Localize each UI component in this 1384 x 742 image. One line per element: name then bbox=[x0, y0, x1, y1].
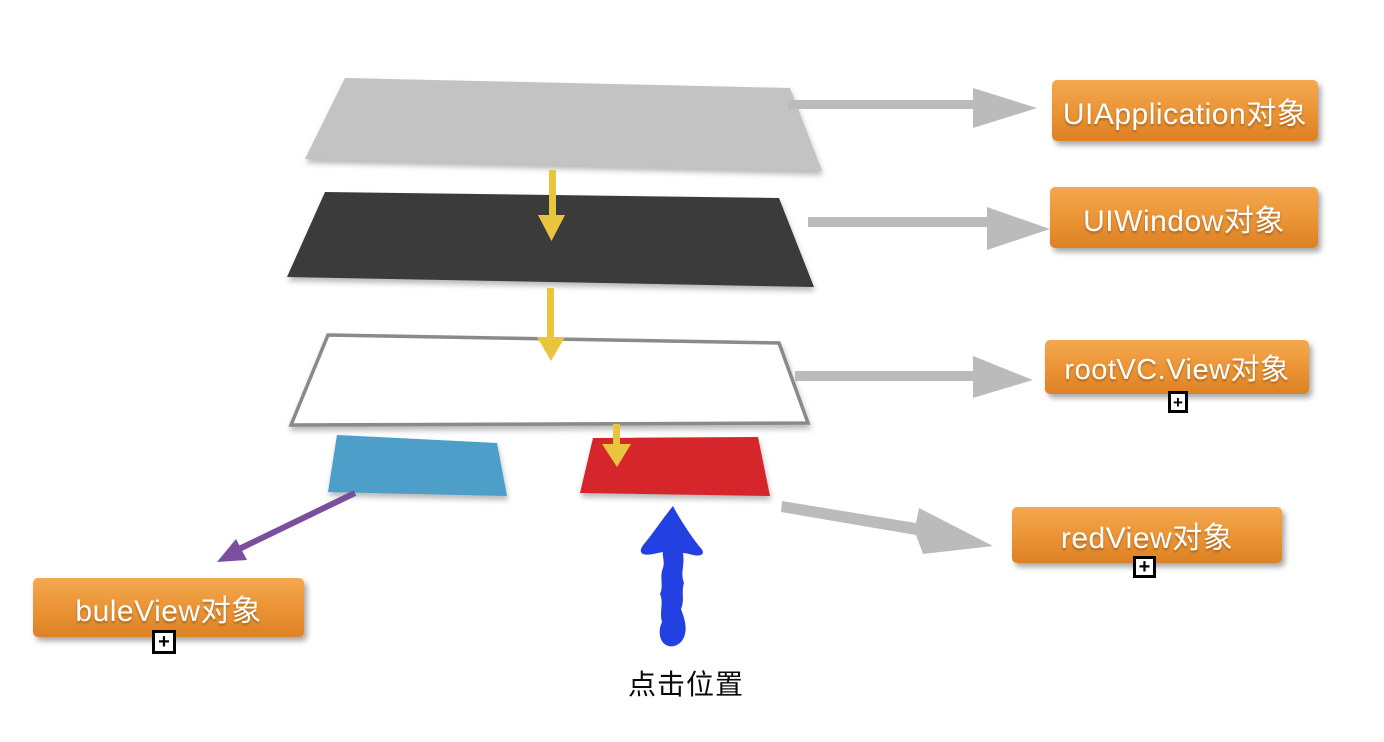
expand-plus-marker-rootvc: + bbox=[1168, 391, 1188, 413]
pointer-arrow-buleview-head-icon bbox=[217, 539, 247, 562]
pointer-arrow-uiwindow-icon bbox=[808, 207, 1050, 250]
expand-plus-marker-buleview: + bbox=[152, 630, 176, 654]
flow-arrow-window-to-rootview-icon bbox=[537, 288, 565, 361]
expand-plus-marker-redview: + bbox=[1133, 556, 1156, 578]
plus-icon: + bbox=[158, 631, 170, 653]
plus-icon: + bbox=[1138, 556, 1151, 578]
label-redview: redView对象 bbox=[1012, 507, 1282, 563]
label-uiapplication: UIApplication对象 bbox=[1052, 80, 1318, 141]
label-uiapplication-text: UIApplication对象 bbox=[1062, 97, 1308, 131]
label-uiwindow-text: UIWindow对象 bbox=[1083, 204, 1285, 238]
click-position-arrow-icon bbox=[640, 506, 703, 647]
label-uiwindow: UIWindow对象 bbox=[1050, 187, 1318, 248]
label-rootvc-view: rootVC.View对象 bbox=[1045, 340, 1309, 394]
uiwindow-layer bbox=[287, 192, 814, 287]
click-position-caption: 点击位置 bbox=[628, 663, 744, 703]
label-buleview: buleView对象 bbox=[33, 578, 304, 637]
rootvc-view-layer bbox=[288, 333, 811, 427]
label-buleview-text: buleView对象 bbox=[75, 594, 262, 628]
pointer-arrow-rootvc-icon bbox=[795, 356, 1033, 398]
bule-view-shape bbox=[328, 435, 507, 496]
plus-icon: + bbox=[1173, 392, 1183, 412]
pointer-arrow-redview-icon bbox=[781, 501, 993, 554]
click-position-text: 点击位置 bbox=[628, 669, 745, 700]
label-redview-text: redView对象 bbox=[1060, 522, 1234, 555]
flow-arrow-rootview-to-redview-icon bbox=[602, 424, 631, 467]
pointer-arrow-uiapplication-icon bbox=[788, 88, 1037, 128]
uiapplication-layer bbox=[305, 78, 822, 171]
flow-arrow-app-to-window-icon bbox=[538, 170, 565, 241]
label-rootvc-view-text: rootVC.View对象 bbox=[1064, 354, 1290, 386]
red-view-shape bbox=[580, 437, 770, 496]
pointer-arrow-buleview-line-icon bbox=[235, 490, 357, 553]
